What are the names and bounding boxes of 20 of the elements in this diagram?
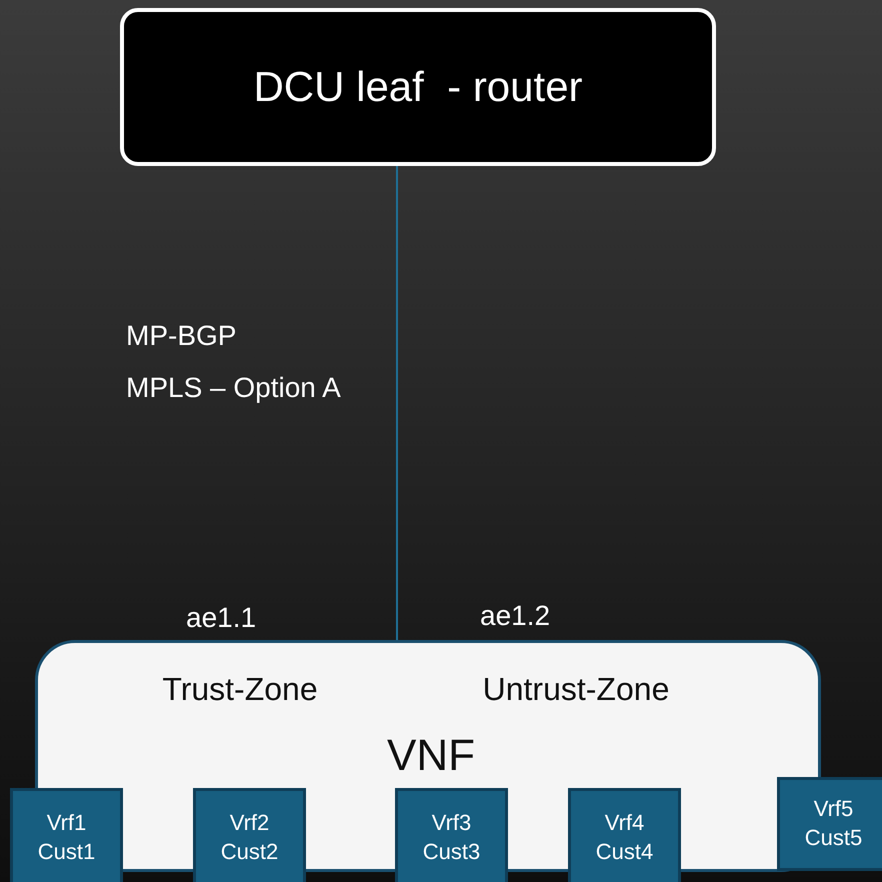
vrf-box [568, 788, 681, 882]
vrf-label: Vrf3 Cust3 [422, 809, 480, 866]
vrf-label: Vrf2 Cust2 [220, 809, 278, 866]
protocol-label: MP-BGP [126, 320, 236, 352]
vrf-box [10, 788, 123, 882]
vrf-label: Vrf4 Cust4 [596, 809, 654, 866]
vrf-box [193, 788, 306, 882]
zone-label: Untrust-Zone [482, 671, 670, 708]
router-box [120, 8, 716, 166]
interface-label: ae1.1 [186, 602, 256, 634]
vrf-box [777, 777, 882, 871]
connector-line [396, 166, 398, 640]
vnf-title: VNF [387, 731, 475, 781]
vrf-box [395, 788, 508, 882]
protocol-label: MPLS – Option A [126, 372, 341, 404]
zone-label: Trust-Zone [162, 671, 318, 708]
vrf-label: Vrf1 Cust1 [38, 809, 96, 866]
router-label: DCU leaf - router [253, 63, 583, 111]
interface-label: ae1.2 [480, 600, 550, 632]
vrf-label: Vrf5 Cust5 [804, 795, 862, 852]
